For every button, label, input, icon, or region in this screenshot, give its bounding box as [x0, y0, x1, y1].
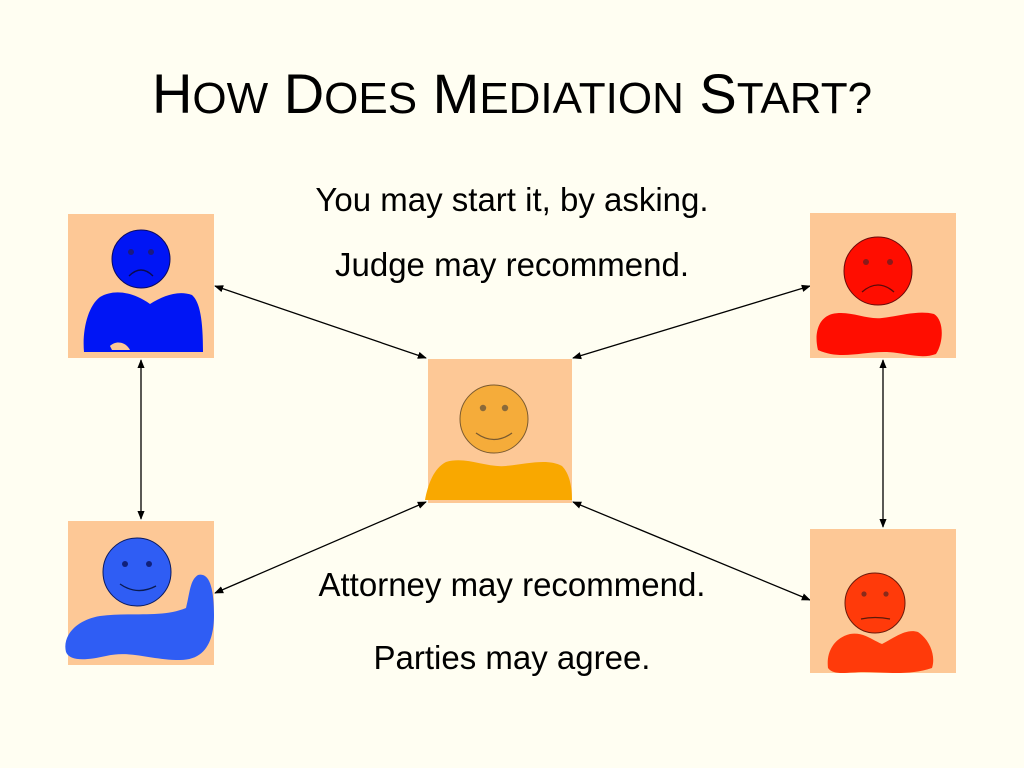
mediator-eye-right — [501, 404, 509, 412]
party-b-face — [843, 236, 913, 306]
mediator-face — [459, 384, 529, 454]
attorney-a-face — [102, 537, 172, 607]
mediator-figure — [425, 359, 572, 503]
attorney-b-mouth — [860, 616, 891, 620]
attorney-b-figure — [810, 529, 956, 673]
arrow-attorney-a-mediator — [214, 501, 427, 594]
attorney-b-eye-right — [883, 591, 889, 597]
party-a-eye-left — [128, 249, 134, 255]
party-b-head — [843, 236, 913, 306]
attorney-a-smile — [119, 583, 157, 592]
attorney-b-body — [827, 631, 934, 673]
attorney-b-head — [844, 572, 906, 634]
attorney-b-eye-left — [861, 591, 867, 597]
party-a-head — [111, 229, 171, 289]
slide-title-text: HOW DOES MEDIATION START? — [151, 62, 873, 125]
attorney-b-face — [844, 572, 906, 634]
arrow-party-b-mediator — [572, 284, 811, 360]
mediator-head — [459, 384, 529, 454]
party-a-figure — [68, 214, 214, 358]
party-a-frown — [128, 269, 154, 277]
attorney-a-eye-left — [122, 561, 128, 567]
mediator-smile — [475, 432, 513, 441]
party-b-eye-right — [887, 259, 893, 265]
party-b-figure — [810, 213, 956, 358]
caption-parties: Parties may agree. — [373, 639, 651, 676]
attorney-a-figure — [65, 521, 214, 665]
attorney-a-eye-right — [146, 561, 152, 567]
party-b-eye-left — [863, 259, 869, 265]
party-a-hand — [110, 342, 130, 350]
connectors — [137, 284, 887, 601]
caption-judge: Judge may recommend. — [335, 246, 689, 283]
attorney-a-head — [102, 537, 172, 607]
party-a-face — [111, 229, 171, 289]
arrow-attorney-b-mediator — [572, 501, 811, 601]
caption-self-start: You may start it, by asking. — [315, 181, 709, 218]
party-a-body — [83, 292, 203, 352]
mediator-body — [425, 460, 572, 500]
party-b-body — [816, 312, 942, 357]
arrow-party-a-mediator — [214, 285, 427, 359]
mediator-eye-left — [479, 404, 487, 412]
party-a-eye-right — [148, 249, 154, 255]
slide-title: HOW DOES MEDIATION START? — [0, 58, 1024, 135]
party-b-frown — [861, 284, 895, 293]
attorney-a-body — [65, 574, 214, 660]
